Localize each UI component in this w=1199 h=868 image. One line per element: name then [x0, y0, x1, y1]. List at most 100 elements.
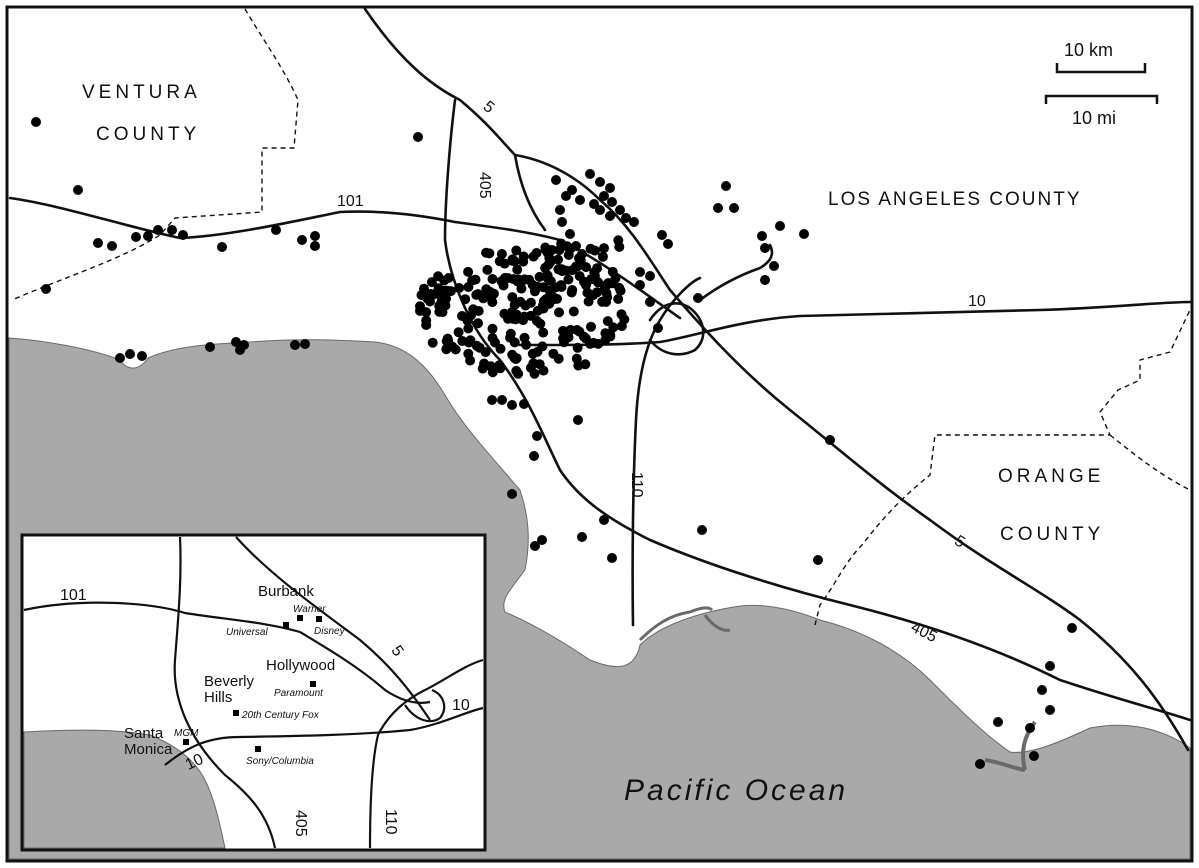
location-dot — [137, 351, 147, 361]
location-dot — [473, 318, 483, 329]
studio-paramount-label: Paramount — [274, 688, 324, 699]
location-dot — [239, 340, 249, 350]
location-dot — [481, 284, 492, 295]
orange-county-label-line1: ORANGE — [998, 466, 1104, 487]
location-dot — [512, 264, 523, 275]
location-dot — [542, 273, 553, 284]
inset-highway-110-label: 110 — [382, 809, 399, 835]
location-dot — [607, 197, 617, 207]
location-dot — [143, 231, 153, 241]
city-santa-monica-line2: Monica — [124, 741, 173, 758]
location-dot — [563, 331, 574, 342]
location-dot — [271, 225, 281, 235]
inset-highway-connector — [299, 631, 431, 704]
location-dot — [565, 229, 575, 239]
location-dot — [729, 203, 739, 213]
location-dot — [1067, 623, 1077, 633]
studio-fox-marker — [233, 710, 239, 716]
location-dot — [573, 415, 583, 425]
city-beverly-hills-line1: Beverly — [204, 673, 255, 690]
location-dot — [588, 290, 599, 301]
location-dot — [421, 307, 432, 318]
location-dot — [993, 717, 1003, 727]
location-dot — [605, 211, 615, 221]
location-dot — [463, 266, 474, 277]
location-dot — [217, 242, 227, 252]
location-dot — [575, 195, 585, 205]
location-dot — [544, 285, 555, 296]
location-dot — [593, 338, 604, 349]
location-dot — [693, 293, 703, 303]
location-dot — [599, 283, 610, 294]
location-dot — [462, 315, 473, 326]
inset-highway-110 — [368, 658, 484, 849]
studio-mgm-marker — [183, 739, 189, 745]
location-dot — [413, 132, 423, 142]
location-dot — [419, 283, 429, 294]
location-dot — [467, 275, 478, 286]
location-dot — [574, 271, 585, 282]
scale-mi-label: 10 mi — [1072, 108, 1116, 128]
location-dot — [178, 230, 188, 240]
location-dot — [494, 256, 505, 267]
location-dot — [534, 359, 545, 370]
location-dot — [572, 342, 583, 353]
location-dot — [975, 759, 985, 769]
highway-north-branch — [513, 153, 547, 232]
location-dot — [585, 243, 596, 254]
studio-fox-label: 20th Century Fox — [241, 710, 320, 721]
studio-disney-label: Disney — [314, 626, 346, 637]
location-dot — [585, 169, 595, 179]
location-dot — [599, 515, 609, 525]
location-dot — [599, 243, 609, 254]
location-dot — [478, 293, 489, 304]
location-dot — [535, 318, 546, 329]
location-dot — [595, 177, 605, 187]
highway-405-label: 405 — [476, 172, 493, 199]
location-dot — [519, 399, 529, 409]
location-dot — [1045, 705, 1055, 715]
location-dot — [427, 337, 438, 348]
location-dot — [697, 525, 707, 535]
location-dot — [41, 284, 51, 294]
location-dot — [645, 297, 655, 307]
ventura-county-label-line2: COUNTY — [96, 124, 200, 145]
location-dot — [593, 277, 603, 288]
location-dot — [657, 230, 667, 240]
location-dot — [1037, 685, 1047, 695]
location-dot — [571, 353, 582, 364]
location-dot — [566, 287, 577, 298]
highway-10 — [518, 300, 1192, 347]
location-dot — [760, 243, 770, 253]
location-dot — [499, 308, 510, 319]
location-dot — [568, 306, 579, 317]
scale-bar-mi — [1044, 94, 1159, 104]
location-dot — [465, 335, 476, 346]
location-dot — [131, 232, 141, 242]
location-dot — [1029, 751, 1039, 761]
ventura-la-county-line — [11, 8, 299, 301]
highway-101-label: 101 — [337, 193, 364, 210]
location-dot — [616, 309, 627, 320]
location-dot — [605, 183, 615, 193]
location-dot — [442, 333, 453, 344]
location-dot — [487, 367, 498, 378]
location-dot — [453, 327, 464, 338]
location-dot — [542, 247, 553, 258]
location-dot — [721, 181, 731, 191]
location-dot — [167, 225, 177, 235]
studio-warner-marker — [297, 615, 303, 621]
location-dot — [563, 250, 574, 260]
location-dot — [567, 265, 578, 276]
location-dot — [463, 348, 474, 359]
location-dot — [463, 323, 474, 334]
location-dot — [561, 191, 571, 201]
location-dot — [205, 342, 215, 352]
highway-110-label: 110 — [628, 472, 645, 498]
location-dot — [442, 285, 453, 296]
location-dot — [578, 331, 589, 342]
location-dot — [585, 338, 596, 349]
location-dot — [532, 431, 542, 441]
la-county-label: LOS ANGELES COUNTY — [828, 189, 1082, 210]
